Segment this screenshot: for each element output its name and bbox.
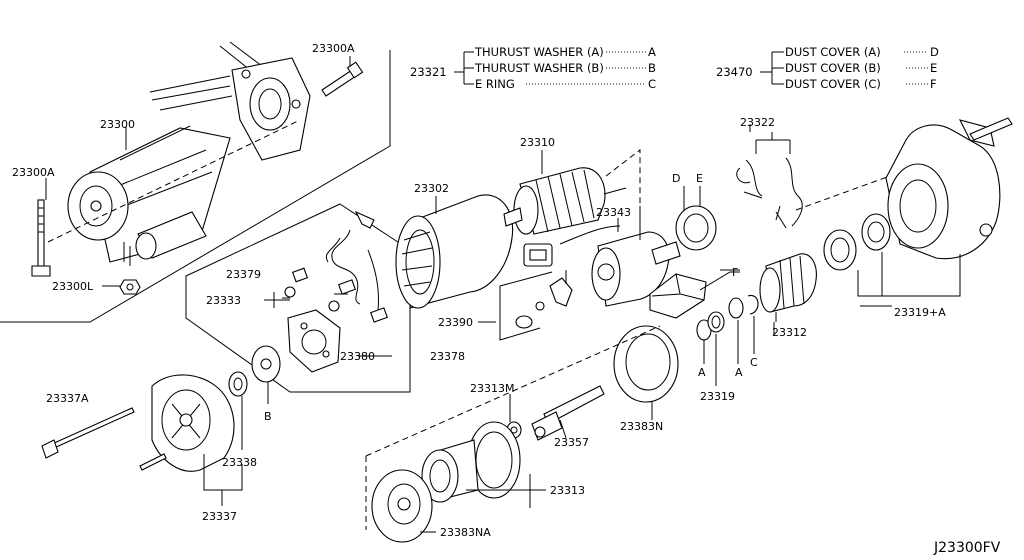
thrust-washer-b xyxy=(251,345,281,404)
legend-item-dust-cover-a: DUST COVER (A) xyxy=(785,45,881,59)
callout-f: F xyxy=(732,266,738,279)
legend-covers-group: 23470 xyxy=(716,65,753,79)
part-23337a-bolt xyxy=(41,407,135,459)
label-23383na: 23383NA xyxy=(440,526,491,539)
legend-washers: 23321 THURUST WASHER (A) THURUST WASHER … xyxy=(410,45,656,91)
label-23380: 23380 xyxy=(340,350,375,363)
brush-holder-parts xyxy=(264,210,388,373)
legend-item-e-ring: E RING xyxy=(475,77,515,91)
label-23357: 23357 xyxy=(554,436,589,449)
part-23310-armature xyxy=(503,148,641,235)
legend-item-dust-cover-c: DUST COVER (C) xyxy=(785,77,881,91)
label-23379: 23379 xyxy=(226,268,261,281)
part-23343-solenoid xyxy=(523,206,681,307)
thrust-washer-a-2 xyxy=(728,297,744,319)
bolt-23300a-top xyxy=(321,69,357,97)
brush-1 xyxy=(338,279,356,295)
part-23357-shaft xyxy=(531,385,605,441)
nose-bolt xyxy=(969,117,1013,141)
part-23312-pinion xyxy=(759,253,817,322)
part-23337-rear-cover xyxy=(151,374,243,506)
label-23300a-left: 23300A xyxy=(12,166,55,179)
legend-key-f: F xyxy=(930,77,937,91)
bushing-1 xyxy=(823,229,857,271)
dust-cover-f xyxy=(649,271,740,319)
legend-dust-covers: 23470 DUST COVER (A) DUST COVER (B) DUST… xyxy=(716,45,939,91)
label-23300l: 23300L xyxy=(52,280,94,293)
callout-e: E xyxy=(696,172,703,185)
brush-plate xyxy=(287,309,341,373)
small-rings xyxy=(696,294,759,386)
callout-b: B xyxy=(264,410,272,423)
dust-cover-d-e xyxy=(675,186,717,251)
part-23379-clip xyxy=(291,267,309,283)
label-23319-plus-a: 23319+A xyxy=(894,306,946,319)
legend-key-d: D xyxy=(930,45,939,59)
label-23319: 23319 xyxy=(700,390,735,403)
part-23338-bearing xyxy=(228,371,248,450)
label-23300: 23300 xyxy=(100,118,135,131)
label-23302: 23302 xyxy=(414,182,449,195)
e-ring xyxy=(747,294,759,315)
part-23383na-cover xyxy=(371,469,436,543)
part-23319-ring xyxy=(707,311,725,333)
callout-d: D xyxy=(672,172,680,185)
label-23313: 23313 xyxy=(550,484,585,497)
legend-item-thrust-washer-a: THURUST WASHER (A) xyxy=(474,45,604,59)
part-23333-screw xyxy=(284,286,296,298)
bushing-2 xyxy=(861,213,891,251)
legend-item-thrust-washer-b: THURUST WASHER (B) xyxy=(474,61,604,75)
label-23333: 23333 xyxy=(206,294,241,307)
callout-c: C xyxy=(750,356,758,369)
bracket-bore xyxy=(249,77,291,131)
part-23322-clips xyxy=(736,132,913,229)
nut-23300l xyxy=(119,279,141,295)
legend-key-a: A xyxy=(648,45,656,59)
brush-2 xyxy=(370,307,388,323)
callout-a-1: A xyxy=(698,366,706,379)
bolt-23300a-left xyxy=(37,199,45,267)
label-23312: 23312 xyxy=(772,326,807,339)
label-23378: 23378 xyxy=(430,350,465,363)
label-23337a: 23337A xyxy=(46,392,89,405)
legend-item-dust-cover-b: DUST COVER (B) xyxy=(785,61,881,75)
label-23390: 23390 xyxy=(438,316,473,329)
nose-housing xyxy=(823,117,1013,297)
label-23338: 23338 xyxy=(222,456,257,469)
part-23383n-housing xyxy=(613,325,679,420)
label-23322: 23322 xyxy=(740,116,775,129)
legend-key-e: E xyxy=(930,61,937,75)
diagram-code: J23300FV xyxy=(933,540,1001,556)
label-23310: 23310 xyxy=(520,136,555,149)
dust-cover-d xyxy=(675,205,717,251)
part-23302-yoke xyxy=(395,194,514,309)
legend-washers-group: 23321 xyxy=(410,65,447,79)
legend-key-b: B xyxy=(648,61,656,75)
label-23343: 23343 xyxy=(596,206,631,219)
label-23383n: 23383N xyxy=(620,420,663,433)
small-screw xyxy=(139,453,167,471)
starter-assembly-group xyxy=(0,41,391,323)
legend-key-c: C xyxy=(648,77,656,91)
part-23390-lever xyxy=(499,270,573,341)
label-23300a-top: 23300A xyxy=(312,42,355,55)
part-23313-gear-set xyxy=(421,421,546,508)
label-23313m: 23313M xyxy=(470,382,514,395)
label-23337: 23337 xyxy=(202,510,237,523)
callout-a-2: A xyxy=(735,366,743,379)
